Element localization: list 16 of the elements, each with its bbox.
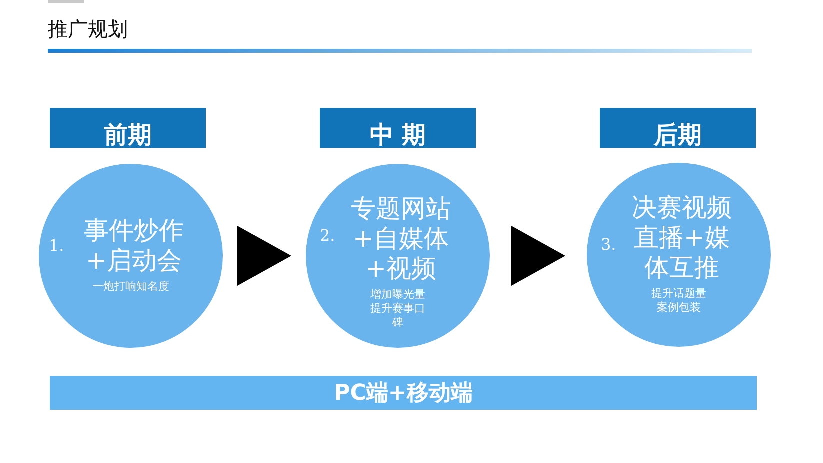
stage-note: 提升话题量案例包装 (650, 287, 708, 315)
stage-note: 一炮打响知名度 (92, 280, 170, 294)
stage-text: 专题网站+自媒体+视频 (350, 194, 452, 284)
title: 推广规划 (48, 16, 128, 42)
step-number: 3. (601, 235, 616, 254)
step-number: 1. (49, 236, 64, 255)
arrow (238, 226, 292, 286)
arrow (512, 226, 566, 286)
stage-note: 增加曝光量提升赛事口碑 (370, 288, 426, 330)
phase-header: 中 期 (320, 108, 476, 148)
phase-header: 后期 (600, 108, 756, 148)
platform-bar: PC端+移动端 (50, 376, 757, 410)
stage-text: 事件炒作+启动会 (83, 216, 185, 276)
step-number: 2. (320, 226, 336, 245)
stage-text: 决赛视频直播+媒体互推 (631, 193, 733, 283)
phase-header: 前期 (50, 108, 206, 148)
